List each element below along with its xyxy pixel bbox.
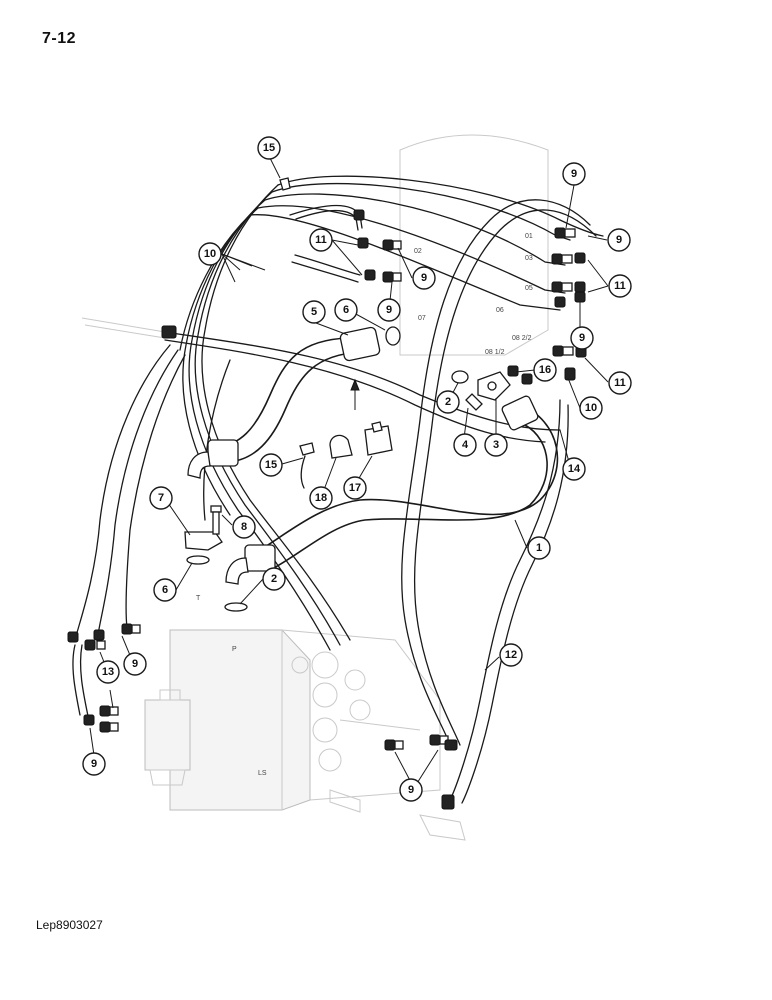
port-label: 02 bbox=[414, 248, 422, 255]
port-label: 06 bbox=[496, 307, 504, 314]
svg-text:10: 10 bbox=[204, 248, 216, 260]
port-label: 08 2/2 bbox=[512, 335, 532, 342]
svg-text:18: 18 bbox=[315, 492, 327, 504]
svg-text:16: 16 bbox=[539, 364, 551, 376]
callout-6-bottom: 6 bbox=[153, 578, 177, 602]
svg-text:15: 15 bbox=[263, 142, 275, 154]
flange-lower bbox=[184, 531, 223, 551]
svg-text:2: 2 bbox=[271, 573, 277, 585]
svg-text:9: 9 bbox=[132, 658, 138, 670]
svg-text:6: 6 bbox=[343, 304, 349, 316]
callout-14: 14 bbox=[562, 457, 586, 481]
fittings bbox=[67, 209, 587, 810]
callout-11-top: 11 bbox=[309, 228, 333, 252]
callout-9-top-mid: 9 bbox=[412, 266, 436, 290]
o-ring-top bbox=[385, 326, 401, 346]
callout-7: 7 bbox=[149, 486, 173, 510]
callout-3: 3 bbox=[484, 433, 508, 457]
callout-12: 12 bbox=[499, 643, 523, 667]
callout-9-top-right: 9 bbox=[562, 162, 586, 186]
svg-text:9: 9 bbox=[91, 758, 97, 770]
o-ring-bottom bbox=[224, 602, 248, 612]
svg-text:9: 9 bbox=[421, 272, 427, 284]
svg-text:9: 9 bbox=[571, 168, 577, 180]
svg-text:11: 11 bbox=[614, 377, 626, 389]
callout-15-mid: 15 bbox=[259, 453, 283, 477]
port-label: 07 bbox=[418, 315, 426, 322]
callout-8: 8 bbox=[232, 515, 256, 539]
svg-text:6: 6 bbox=[162, 584, 168, 596]
callout-11-right-lower: 11 bbox=[608, 371, 632, 395]
callout-11-right: 11 bbox=[608, 274, 632, 298]
svg-text:15: 15 bbox=[265, 459, 277, 471]
svg-text:9: 9 bbox=[616, 234, 622, 246]
large-hoses bbox=[187, 326, 559, 585]
callout-17: 17 bbox=[343, 476, 367, 500]
callout-9-right-2: 9 bbox=[570, 326, 594, 350]
background-ghost bbox=[81, 134, 549, 841]
svg-text:8: 8 bbox=[241, 521, 247, 533]
callout-9-bottom-left: 9 bbox=[82, 752, 106, 776]
small-parts bbox=[184, 177, 511, 612]
svg-text:9: 9 bbox=[579, 332, 585, 344]
svg-text:10: 10 bbox=[585, 402, 597, 414]
callout-2-bottom: 2 bbox=[262, 567, 286, 591]
svg-text:11: 11 bbox=[315, 234, 327, 246]
callout-18: 18 bbox=[309, 486, 333, 510]
port-label: 01 bbox=[525, 233, 533, 240]
port-label: 03 bbox=[525, 255, 533, 262]
callout-1: 1 bbox=[527, 536, 551, 560]
svg-text:5: 5 bbox=[311, 306, 317, 318]
svg-text:11: 11 bbox=[614, 280, 626, 292]
svg-text:13: 13 bbox=[102, 666, 114, 678]
bolt-upper bbox=[465, 393, 483, 411]
callout-15-top: 15 bbox=[257, 136, 281, 160]
svg-text:3: 3 bbox=[493, 439, 499, 451]
port-label: P bbox=[232, 646, 237, 653]
o-ring-lower bbox=[186, 555, 210, 565]
callout-6-top: 6 bbox=[334, 298, 358, 322]
callout-13: 13 bbox=[96, 660, 120, 684]
long-loop-hoses bbox=[401, 199, 597, 804]
port-label: T bbox=[196, 595, 201, 602]
svg-text:9: 9 bbox=[408, 784, 414, 796]
callout-9-right-1: 9 bbox=[607, 228, 631, 252]
port-label: LS bbox=[258, 770, 267, 777]
callout-16: 16 bbox=[533, 358, 557, 382]
callout-4: 4 bbox=[453, 433, 477, 457]
port-label: 05 bbox=[525, 285, 533, 292]
callout-5: 5 bbox=[302, 300, 326, 324]
callout-10-top: 10 bbox=[198, 242, 222, 266]
port-label: 08 1/2 bbox=[485, 349, 505, 356]
svg-text:2: 2 bbox=[445, 396, 451, 408]
svg-text:1: 1 bbox=[536, 542, 542, 554]
callouts: 15 9 9 10 11 9 11 5 6 9 9 16 11 2 10 4 3… bbox=[82, 136, 632, 802]
figure-reference: Lep8903027 bbox=[36, 918, 103, 932]
callout-9-mid: 9 bbox=[377, 298, 401, 322]
callout-9-bottom: 9 bbox=[399, 778, 423, 802]
svg-text:7: 7 bbox=[158, 492, 164, 504]
svg-text:14: 14 bbox=[568, 463, 581, 475]
svg-text:4: 4 bbox=[462, 439, 469, 451]
clamp bbox=[329, 434, 353, 459]
page-number: 7-12 bbox=[42, 30, 77, 47]
callout-9-left: 9 bbox=[123, 652, 147, 676]
callout-2-top: 2 bbox=[436, 390, 460, 414]
svg-text:9: 9 bbox=[386, 304, 392, 316]
callout-10-right: 10 bbox=[579, 396, 603, 420]
crossing-hoses bbox=[74, 331, 561, 641]
svg-text:12: 12 bbox=[505, 649, 517, 661]
svg-text:17: 17 bbox=[349, 482, 361, 494]
o-ring-upper bbox=[451, 370, 469, 384]
